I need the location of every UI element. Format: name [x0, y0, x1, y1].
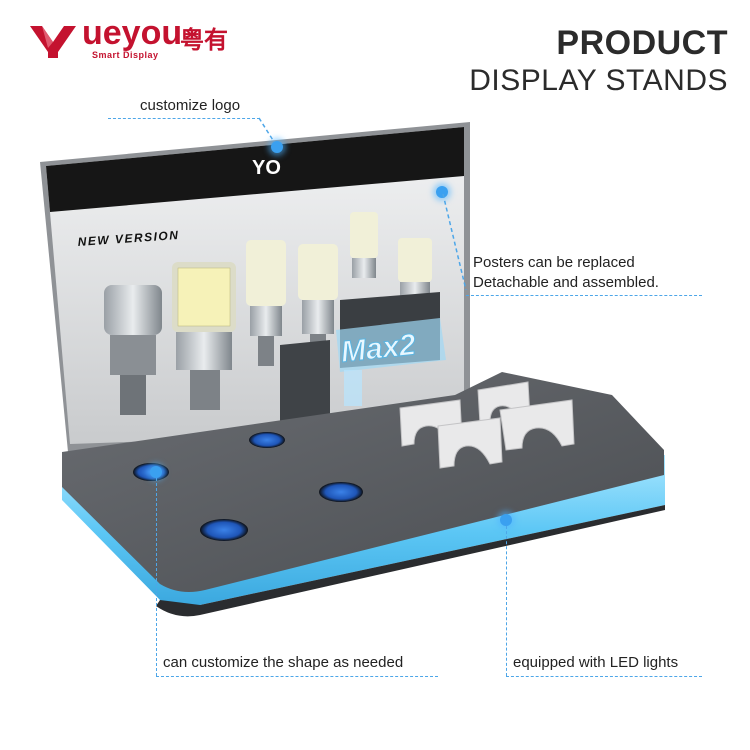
annotation-line-logo-diag: [258, 117, 277, 146]
poster-logo-text: YO: [252, 157, 281, 179]
poster-header-strip: [46, 127, 464, 212]
annotation-dot-logo: [271, 141, 283, 153]
annotation-line-shape-v: [156, 478, 157, 676]
brand-tagline: Smart Display: [92, 50, 159, 60]
heading-display-stands: DISPLAY STANDS: [469, 64, 728, 97]
hole-2: [200, 519, 248, 541]
annotation-dot-shape: [150, 466, 162, 478]
annotation-line-led-v: [506, 526, 507, 676]
annotation-line-poster-diag: [442, 193, 467, 291]
annotation-line-shape-h: [156, 676, 438, 677]
bulb-2: [172, 262, 236, 410]
brand-logo-icon: [30, 26, 76, 58]
heading-product: PRODUCT: [556, 24, 728, 62]
hole-3: [249, 432, 285, 448]
annotation-led-lights: equipped with LED lights: [513, 654, 679, 671]
annotation-customize-shape: can customize the shape as needed: [163, 654, 404, 671]
annotation-dot-poster: [436, 186, 448, 198]
holders: [399, 381, 575, 469]
annotation-line-poster-h: [466, 295, 702, 296]
hole-4: [319, 482, 363, 502]
brand-wordmark: ueyou: [82, 14, 183, 52]
bulb-3: [246, 240, 286, 366]
bulb-5: [350, 212, 378, 278]
annotation-line-logo-h: [108, 118, 260, 119]
bulb-1: [104, 285, 162, 415]
annotation-customize-logo: customize logo: [140, 97, 241, 114]
annotation-posters-line2: Detachable and assembled.: [473, 274, 659, 291]
annotation-posters-line1: Posters can be replaced: [473, 254, 635, 271]
annotation-dot-led: [500, 514, 512, 526]
brand-chinese-name: 粤有: [180, 26, 228, 54]
acrylic-sign: Max2: [336, 318, 446, 406]
annotation-line-led-h: [506, 676, 702, 677]
svg-text:Max2: Max2: [339, 328, 417, 369]
